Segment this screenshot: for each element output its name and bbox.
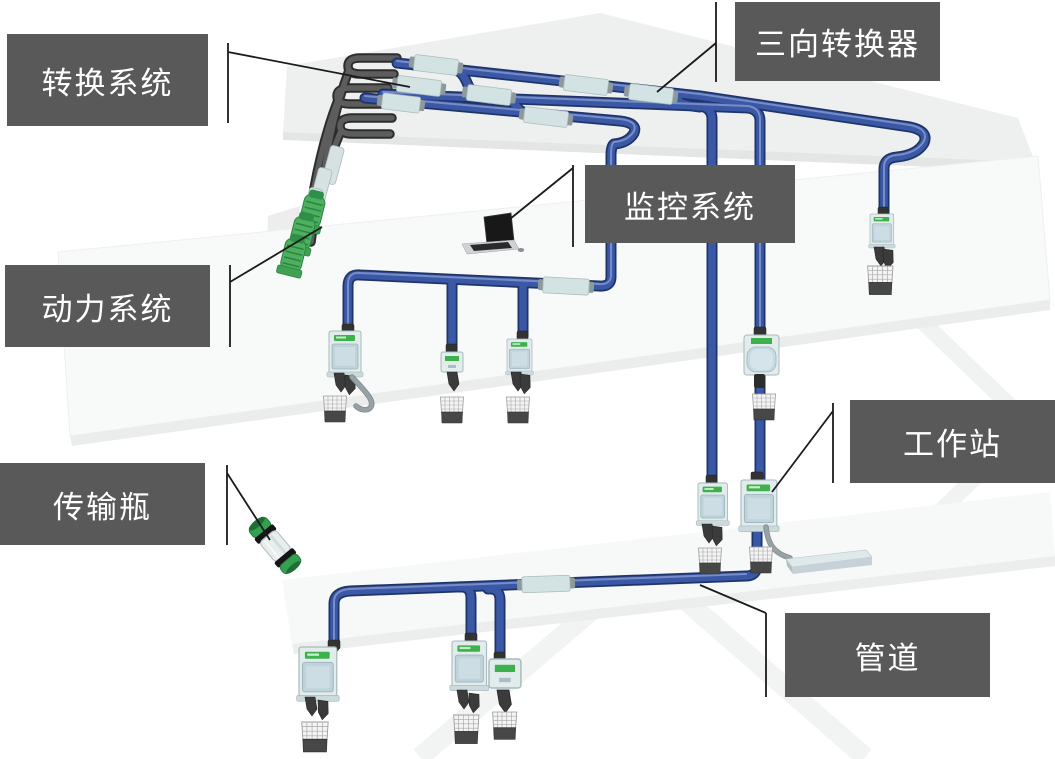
station — [868, 213, 896, 249]
label-monitoring-system: 监控系统 — [585, 165, 795, 243]
three-way-converter-coupler — [391, 75, 447, 97]
mid-level-stations — [323, 206, 896, 424]
three-way-converter-coupler — [461, 84, 517, 106]
station — [296, 646, 340, 702]
label-pipeline: 管道 — [785, 613, 990, 697]
three-way-converter-coupler — [537, 276, 595, 296]
delivery-tray — [785, 549, 873, 574]
label-conversion-system: 转换系统 — [7, 34, 208, 126]
callout-pipeline — [699, 584, 767, 697]
basket — [698, 547, 722, 575]
mid-floor-edge — [70, 300, 1050, 446]
three-way-converter-coupler — [516, 574, 576, 594]
keyboard-keys — [470, 242, 512, 251]
basket — [752, 393, 776, 421]
label-workstation: 工作站 — [850, 400, 1055, 483]
transfer-bottle-capsule — [248, 516, 302, 575]
three-way-converter-coupler — [623, 83, 679, 105]
lower-level-workstations — [695, 471, 873, 575]
callout-workstation — [771, 403, 834, 493]
workstation-unit — [738, 479, 780, 533]
station — [326, 330, 364, 378]
three-way-converter-coupler — [558, 74, 614, 96]
callout-monitoring-system — [509, 165, 574, 247]
basket — [301, 721, 329, 753]
station — [505, 338, 534, 376]
three-way-converters — [376, 54, 679, 594]
bottom-level-stations — [296, 632, 522, 753]
ceiling-plane-edge — [283, 132, 1035, 171]
monitoring-computer — [461, 212, 525, 255]
station — [488, 658, 522, 689]
callout-power-system — [229, 226, 323, 347]
station — [449, 640, 490, 692]
label-transfer-bottle: 传输瓶 — [0, 463, 205, 545]
label-three-way-converter: 三向转换器 — [735, 2, 940, 81]
basket — [440, 396, 464, 424]
callout-lines — [226, 2, 834, 697]
lower-floor-edge — [292, 556, 1055, 654]
basket — [867, 265, 894, 296]
station — [440, 351, 464, 373]
callout-transfer-bottle — [226, 465, 271, 545]
label-power-system: 动力系统 — [5, 265, 210, 347]
three-way-converter-coupler — [408, 54, 464, 76]
three-way-converter-coupler — [518, 106, 574, 128]
basket — [492, 711, 518, 740]
basket — [453, 714, 480, 745]
callout-three-way-converter — [656, 2, 717, 93]
three-way-converter-coupler — [376, 92, 426, 114]
basket — [506, 396, 530, 424]
callout-conversion-system — [227, 43, 411, 123]
mouse — [517, 248, 525, 252]
basket — [749, 546, 773, 574]
basket — [323, 395, 347, 423]
workstation-unit — [695, 482, 730, 526]
monitor-screen — [483, 212, 515, 245]
station — [743, 334, 780, 376]
